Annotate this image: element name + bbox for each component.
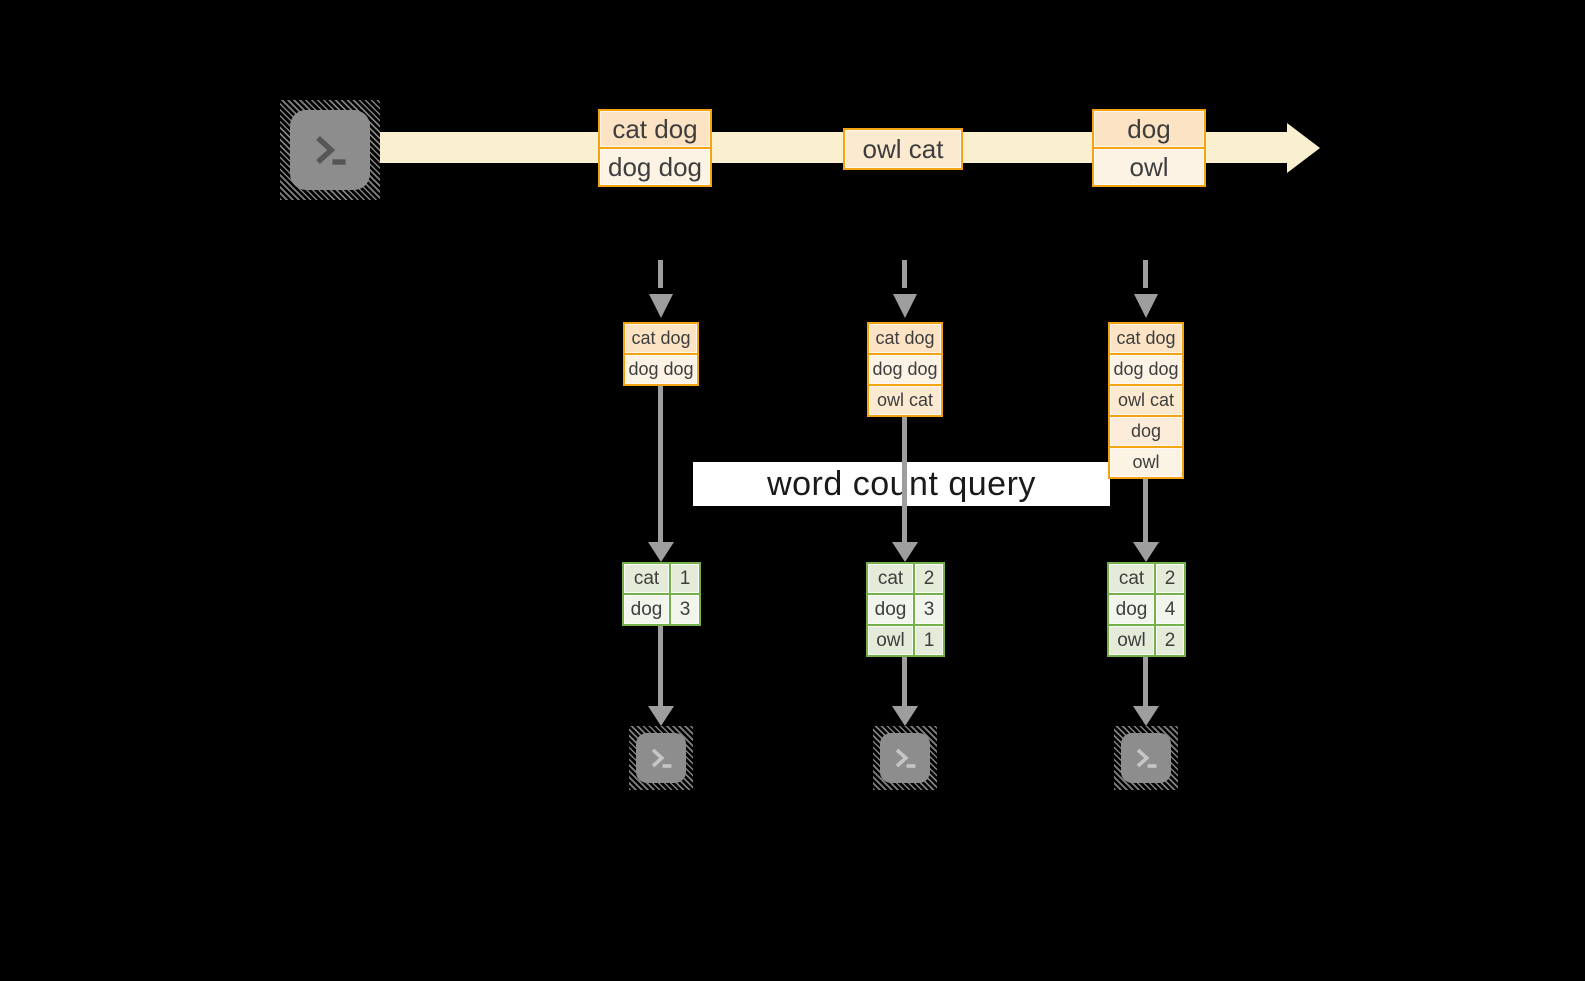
count-value: 2 <box>1156 626 1184 655</box>
dashed-arrow-segment <box>902 260 907 288</box>
count-value: 3 <box>915 595 943 624</box>
stream-record: owl cat <box>845 130 961 168</box>
stream-batch-3: dog owl <box>1092 109 1206 187</box>
count-table-1: cat 1 dog 3 <box>622 562 701 626</box>
count-word: cat <box>1109 564 1154 593</box>
buffer-record: owl cat <box>1110 386 1182 415</box>
query-arrow-line <box>658 386 663 542</box>
sink-terminal-icon <box>629 726 693 790</box>
stream-record: cat dog <box>600 111 710 147</box>
count-word: dog <box>868 595 913 624</box>
query-arrow-line <box>902 417 907 542</box>
count-value: 3 <box>671 595 699 624</box>
input-buffer-2: cat dog dog dog owl cat <box>867 322 943 417</box>
buffer-record: cat dog <box>1110 324 1182 353</box>
count-value: 4 <box>1156 595 1184 624</box>
stream-record: owl <box>1094 149 1204 185</box>
buffer-record: dog dog <box>625 355 697 384</box>
sink-arrow-head-icon <box>648 706 674 726</box>
buffer-record: dog dog <box>1110 355 1182 384</box>
query-banner: word count query <box>693 462 1110 506</box>
sink-arrow-line <box>902 657 907 706</box>
terminal-body <box>290 110 370 190</box>
count-value: 1 <box>671 564 699 593</box>
source-terminal-icon <box>280 100 380 200</box>
sink-terminal-icon <box>1114 726 1178 790</box>
query-arrow-head-icon <box>648 542 674 562</box>
count-table-3: cat 2 dog 4 owl 2 <box>1107 562 1186 657</box>
stream-record: dog dog <box>600 149 710 185</box>
buffer-record: cat dog <box>625 324 697 353</box>
count-word: cat <box>624 564 669 593</box>
query-label: word count query <box>767 464 1036 503</box>
terminal-prompt-icon <box>651 748 672 768</box>
stream-arrowhead-icon <box>1287 123 1320 173</box>
count-word: owl <box>868 626 913 655</box>
count-value: 1 <box>915 626 943 655</box>
sink-arrow-line <box>1143 657 1148 706</box>
terminal-body <box>1121 733 1171 783</box>
stream-batch-2: owl cat <box>843 128 963 170</box>
terminal-body <box>880 733 930 783</box>
buffer-record: cat dog <box>869 324 941 353</box>
sink-arrow-line <box>658 626 663 706</box>
terminal-prompt-icon <box>895 748 916 768</box>
terminal-prompt-icon <box>316 136 346 165</box>
count-word: dog <box>624 595 669 624</box>
terminal-body <box>636 733 686 783</box>
count-table-2: cat 2 dog 3 owl 1 <box>866 562 945 657</box>
count-word: dog <box>1109 595 1154 624</box>
sink-terminal-icon <box>873 726 937 790</box>
query-arrow-head-icon <box>892 542 918 562</box>
query-arrow-line <box>1143 479 1148 542</box>
input-buffer-1: cat dog dog dog <box>623 322 699 386</box>
dashed-arrow-segment <box>1143 260 1148 288</box>
terminal-prompt-icon <box>1136 748 1157 768</box>
query-arrow-head-icon <box>1133 542 1159 562</box>
stream-batch-1: cat dog dog dog <box>598 109 712 187</box>
count-value: 2 <box>1156 564 1184 593</box>
input-buffer-3: cat dog dog dog owl cat dog owl <box>1108 322 1184 479</box>
sink-arrow-head-icon <box>892 706 918 726</box>
dashed-arrow-head-icon <box>893 294 917 318</box>
buffer-record: owl cat <box>869 386 941 415</box>
buffer-record: owl <box>1110 448 1182 477</box>
buffer-record: dog dog <box>869 355 941 384</box>
dashed-arrow-head-icon <box>1134 294 1158 318</box>
dashed-arrow-head-icon <box>649 294 673 318</box>
buffer-record: dog <box>1110 417 1182 446</box>
count-word: owl <box>1109 626 1154 655</box>
count-value: 2 <box>915 564 943 593</box>
count-word: cat <box>868 564 913 593</box>
sink-arrow-head-icon <box>1133 706 1159 726</box>
stream-record: dog <box>1094 111 1204 147</box>
dashed-arrow-segment <box>658 260 663 288</box>
